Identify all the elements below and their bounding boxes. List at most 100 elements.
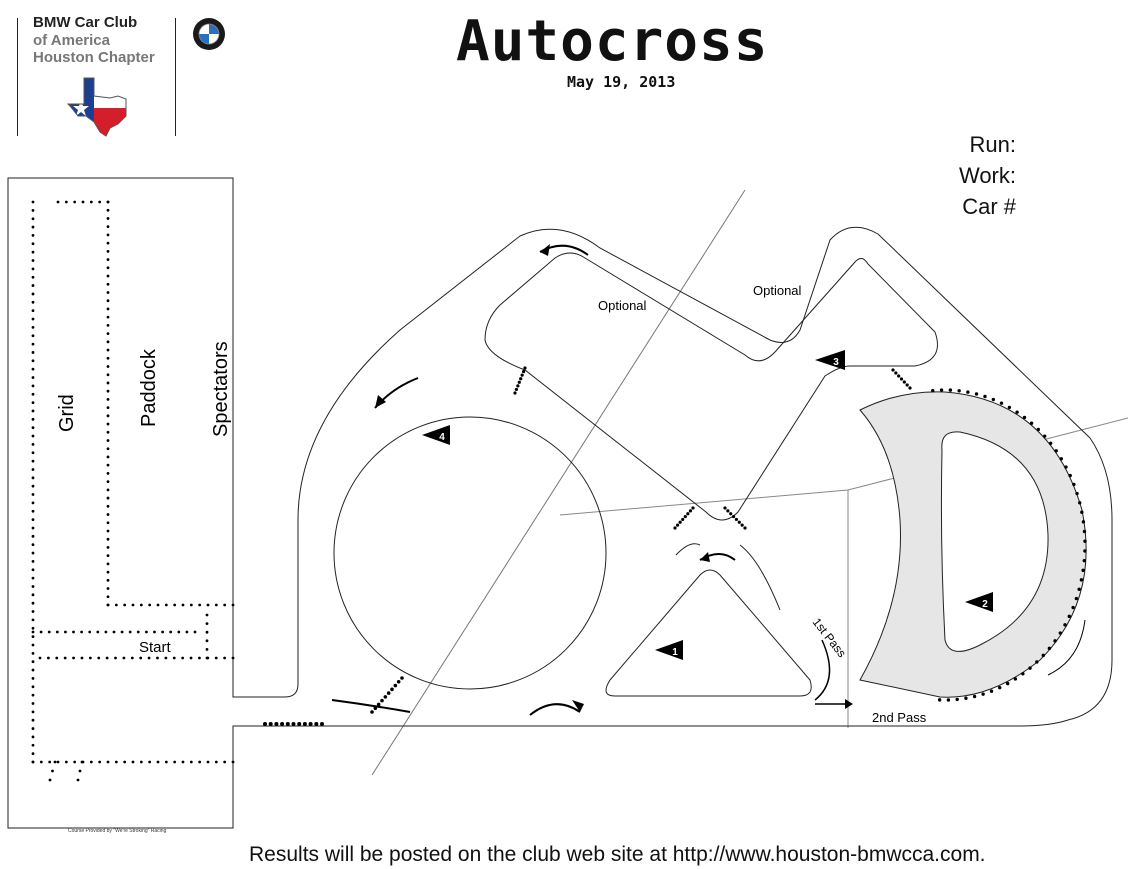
cone-dot xyxy=(214,656,218,660)
cone-dot xyxy=(164,760,168,764)
spectators-label: Spectators xyxy=(210,341,232,437)
station-number-4: 4 xyxy=(439,432,445,443)
cone-dot xyxy=(731,514,736,519)
cone-dot xyxy=(173,760,177,764)
cone-dot xyxy=(1042,434,1047,438)
cone-dot xyxy=(31,434,35,438)
station-marker-2 xyxy=(965,592,993,612)
cone-dot xyxy=(31,292,35,296)
cone-dot xyxy=(274,722,279,726)
cone-dot xyxy=(148,603,152,607)
cone-dot xyxy=(72,656,75,660)
arrow-icon xyxy=(1047,619,1086,676)
cone-dot xyxy=(1074,596,1079,601)
cone-dot xyxy=(31,534,35,538)
station-markers xyxy=(422,350,993,660)
cone-dot xyxy=(106,595,110,599)
cone-dot xyxy=(1081,568,1085,573)
cone-dot xyxy=(106,373,110,377)
cone-dot xyxy=(38,656,42,660)
cone-dot xyxy=(39,760,43,764)
cone-dot xyxy=(185,630,189,634)
cone-dot xyxy=(31,509,35,513)
cone-dot xyxy=(964,696,968,700)
cone-dot xyxy=(380,698,384,703)
cone-dot xyxy=(48,760,52,764)
cone-dot xyxy=(740,523,744,527)
cone-dot xyxy=(198,603,202,607)
center-crossing xyxy=(739,544,781,611)
cone-dot xyxy=(106,570,110,574)
cone-dot xyxy=(131,760,135,764)
cone-dot xyxy=(55,630,59,634)
cone-dot xyxy=(206,656,210,660)
cone-dot xyxy=(181,760,185,764)
cone-dot xyxy=(31,560,35,563)
cone-dot xyxy=(972,694,977,699)
cone-dot xyxy=(148,760,152,764)
cone-dot xyxy=(51,769,54,773)
cone-dot xyxy=(1059,457,1064,461)
cone-dot xyxy=(98,760,102,764)
sweeper-circle xyxy=(333,416,607,690)
cone-dot xyxy=(145,630,148,634)
cone-dot xyxy=(31,618,35,622)
cone-dot xyxy=(106,282,110,286)
center-crossing xyxy=(675,543,701,556)
cone-dot xyxy=(106,389,110,393)
cone-dot xyxy=(81,200,85,204)
cone-dot xyxy=(104,630,108,634)
cone-dot xyxy=(76,778,80,782)
cone-dot xyxy=(31,468,35,471)
cone-dot xyxy=(31,593,35,597)
start-label: Start xyxy=(139,639,172,656)
cone-dot xyxy=(31,752,35,756)
cone-dot xyxy=(1021,672,1025,676)
cone-dot xyxy=(516,384,520,388)
cone-dot xyxy=(400,676,404,680)
cone-dot xyxy=(899,377,904,381)
cone-dot xyxy=(31,426,35,430)
cone-dot xyxy=(31,242,35,246)
cone-dot xyxy=(1047,646,1052,651)
cone-dot xyxy=(31,259,35,262)
cone-dot xyxy=(106,356,110,360)
arrowhead-icon xyxy=(700,552,710,562)
cone-dot xyxy=(64,630,67,634)
cone-dot xyxy=(989,689,994,693)
cone-dot xyxy=(514,387,519,392)
cone-dot xyxy=(106,266,110,270)
cone-dot xyxy=(120,630,124,634)
cone-dot xyxy=(31,309,35,313)
cone-dot xyxy=(31,351,35,354)
cone-dot xyxy=(31,225,35,229)
cone-dot xyxy=(1064,465,1068,469)
cone-dot xyxy=(1007,405,1012,410)
cone-dot xyxy=(106,299,110,303)
station-marker-1 xyxy=(655,640,683,660)
cone-dot xyxy=(64,200,68,204)
cone-dot xyxy=(1081,520,1086,524)
cone-dot xyxy=(1083,549,1087,553)
texas-flag-icon xyxy=(66,77,127,137)
cone-dot xyxy=(231,603,235,607)
cone-dot xyxy=(931,388,935,393)
cone-dot xyxy=(114,656,117,660)
cone-dot xyxy=(106,496,110,500)
header-divider-right xyxy=(175,18,176,136)
cone-dot xyxy=(688,509,693,513)
cone-dot xyxy=(106,332,110,335)
event-date: May 19, 2013 xyxy=(567,73,676,91)
cone-dot xyxy=(370,710,374,714)
cone-dot xyxy=(998,685,1002,690)
cone-dot xyxy=(173,603,177,607)
cone-dot xyxy=(106,587,110,590)
cone-dot xyxy=(285,722,290,726)
cone-dot xyxy=(31,417,35,421)
cone-dot xyxy=(106,381,110,385)
cone-dot xyxy=(981,692,985,696)
cone-dot xyxy=(678,520,682,524)
cone-dot xyxy=(53,760,57,764)
cone-dot xyxy=(948,388,953,392)
